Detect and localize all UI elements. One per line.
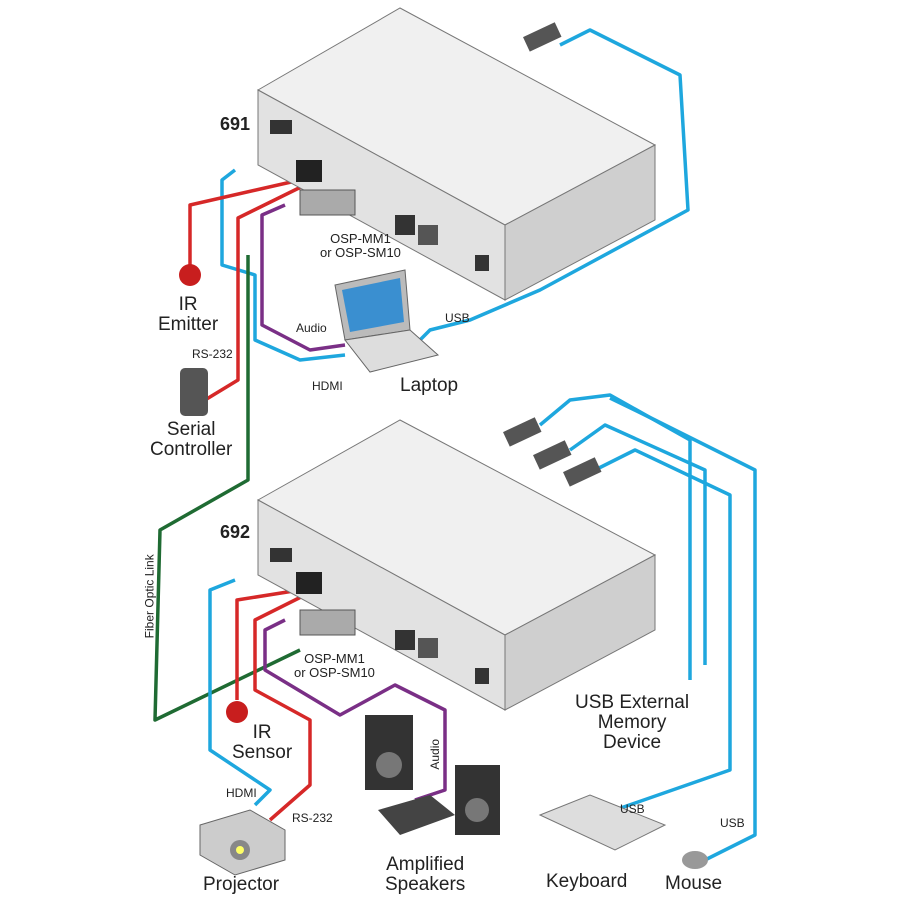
device-691 [256, 7, 657, 301]
hdmi-cable-top [220, 168, 346, 362]
usb-cable-memory-2 [568, 423, 707, 665]
mouse-label: Mouse [665, 873, 723, 894]
rs232-cable-top [204, 183, 306, 402]
audio-top-label: Audio [296, 321, 327, 335]
device-692-label: 692 [220, 522, 251, 542]
serial-controller-icon [180, 368, 208, 416]
usb-mouse-label: USB [720, 816, 745, 830]
laptop-label: Laptop [400, 375, 459, 396]
projector-label: Projector [203, 874, 280, 895]
audio-bottom-label: Audio [428, 738, 443, 770]
rs232-cable-bottom [253, 593, 312, 822]
ir-sensor-icon [226, 701, 248, 723]
hdmi-top-label: HDMI [312, 379, 343, 393]
projector-icon [199, 809, 286, 876]
laptop-icon [334, 269, 440, 373]
mouse-icon [682, 851, 708, 869]
rs232-bottom-label: RS-232 [292, 811, 333, 825]
keyboard-icon [538, 794, 667, 851]
usb-plug-icons [503, 22, 602, 487]
usb-top-label: USB [445, 311, 470, 325]
device-692 [256, 419, 657, 711]
speakers-icon [365, 715, 500, 835]
fiber-cable [153, 255, 301, 722]
device-691-label: 691 [220, 114, 251, 134]
audio-cable-top [260, 203, 346, 352]
usb-cable-mouse [609, 396, 757, 862]
usb-keyboard-label: USB [620, 802, 645, 816]
hdmi-bottom-label: HDMI [226, 786, 257, 800]
ir-sensor-cable [235, 588, 301, 700]
ir-emitter-icon [179, 264, 201, 286]
rs232-top-label: RS-232 [192, 347, 233, 361]
ir-emitter-cable [188, 178, 301, 265]
usb-cable-memory-1 [538, 393, 692, 680]
usb-cable-top [418, 28, 690, 342]
fiber-link-label: Fiber Optic Link [142, 554, 157, 639]
audio-cable-bottom [263, 618, 447, 802]
usb-cable-keyboard [594, 448, 732, 812]
keyboard-label: Keyboard [546, 871, 628, 892]
hdmi-cable-bottom [208, 578, 272, 807]
